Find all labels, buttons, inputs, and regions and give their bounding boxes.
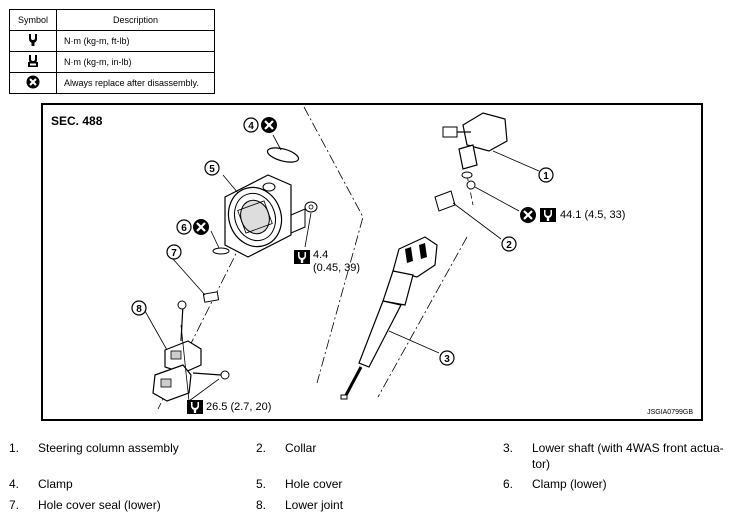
callout-7: 7 <box>166 244 182 260</box>
svg-text:4: 4 <box>248 121 254 132</box>
torque-wrench-inlb-icon <box>294 250 310 264</box>
svg-text:6: 6 <box>181 223 187 234</box>
callout-5: 5 <box>204 160 220 176</box>
legend-row-2-symbol <box>9 51 57 73</box>
svg-text:7: 7 <box>171 248 177 259</box>
callout-3: 3 <box>439 350 455 366</box>
svg-text:2: 2 <box>506 240 512 251</box>
svg-text:8: 8 <box>136 304 142 315</box>
legend-row-3-symbol <box>9 72 57 94</box>
diagram-drawing: 1 2 3 4 5 6 7 8 <box>131 106 556 414</box>
svg-text:1: 1 <box>543 171 549 182</box>
section-label: SEC. 488 <box>51 114 103 128</box>
torque-wrench-icon <box>187 400 203 414</box>
callout-2: 2 <box>501 236 517 252</box>
torque-value-upper-right: 44.1 (4.5, 33) <box>560 209 626 221</box>
legend-row-1-description: N·m (kg-m, ft-lb) <box>56 30 215 52</box>
replace-after-disassembly-icon <box>518 205 538 225</box>
hole-cover-seal-part-7 <box>172 258 220 303</box>
symbol-legend-table: Symbol Description N·m (kg-m, ft-lb) N·m… <box>9 9 215 94</box>
legend-header-description: Description <box>56 9 215 31</box>
callout-4: 4 <box>243 115 279 135</box>
svg-text:5: 5 <box>209 164 215 175</box>
clamp-part-4 <box>266 134 300 163</box>
replace-after-disassembly-icon <box>26 75 40 89</box>
torque-value-middle-line2: (0.45, 39) <box>313 262 361 274</box>
callout-1: 1 <box>538 167 554 183</box>
lower-joint-part-8 <box>144 300 230 402</box>
torque-wrench-icon <box>540 208 556 222</box>
torque-value-middle-line1: 4.4 <box>313 249 329 261</box>
torque-wrench-inlb-icon <box>28 55 38 67</box>
callout-8: 8 <box>131 300 147 316</box>
legend-row-2-description: N·m (kg-m, in-lb) <box>56 51 215 73</box>
clamp-lower-part-6 <box>210 230 230 255</box>
torque-wrench-icon <box>29 34 37 46</box>
legend-row-3-description: Always replace after disassembly. <box>56 72 215 94</box>
steering-column-assembly-part-1 <box>442 112 540 212</box>
collar-part-2 <box>434 190 502 240</box>
callout-6: 6 <box>176 217 211 237</box>
hole-cover-part-5 <box>222 174 306 258</box>
nut <box>304 201 318 248</box>
exploded-diagram: 1 2 3 4 5 6 7 8 <box>41 103 703 421</box>
svg-text:3: 3 <box>444 354 450 365</box>
legend-header-symbol: Symbol <box>9 9 57 31</box>
torque-value-lower-left: 26.5 (2.7, 20) <box>206 401 272 413</box>
lower-shaft-part-3 <box>340 236 440 400</box>
figure-code: JSGIA0799GB <box>647 409 693 416</box>
legend-row-1-symbol <box>9 30 57 52</box>
